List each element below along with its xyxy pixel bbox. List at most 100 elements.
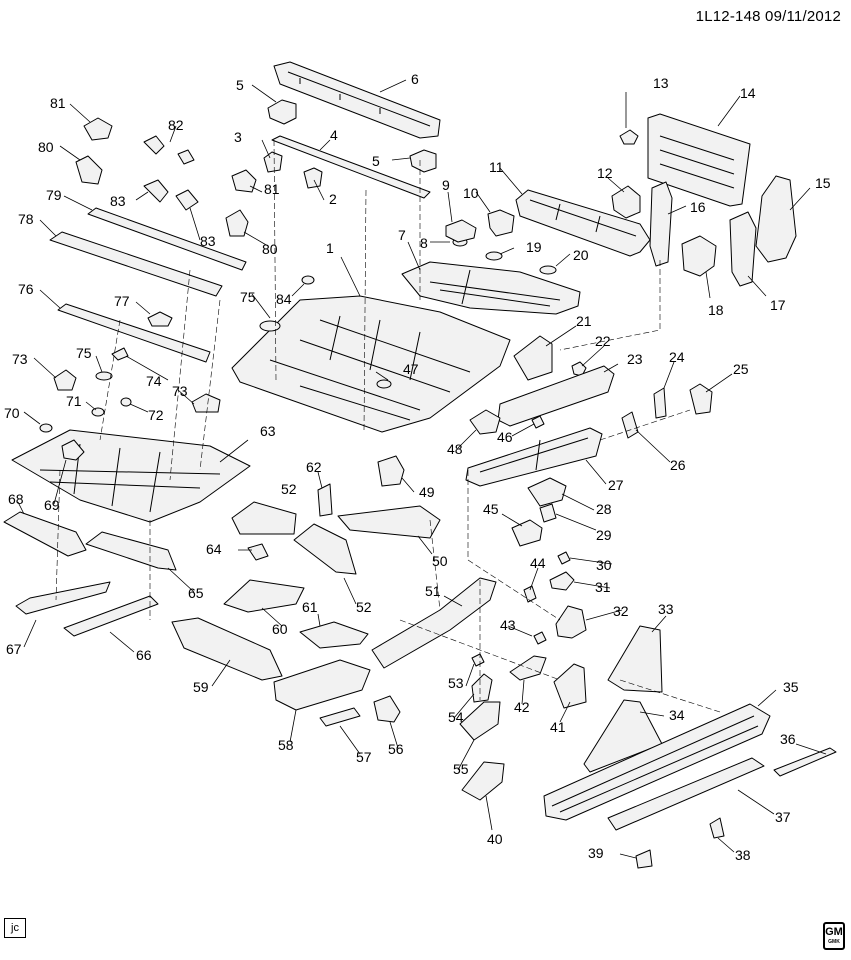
- callout-83b: 83: [200, 233, 216, 249]
- part-33-bracket: [607, 625, 663, 693]
- leader-lines: [17, 79, 827, 859]
- part-48-bracket: [469, 409, 501, 435]
- part-17-bracket: [729, 211, 757, 287]
- callout-22: 22: [595, 333, 611, 349]
- callout-11: 11: [489, 159, 504, 175]
- callout-5a: 5: [236, 77, 244, 93]
- callout-46: 46: [497, 429, 513, 445]
- part-54-bracket: [471, 673, 493, 703]
- callout-52a: 52: [281, 481, 297, 497]
- part-19-plug: [485, 251, 503, 261]
- callout-70: 70: [4, 405, 20, 421]
- part-18-bracket: [681, 235, 717, 277]
- part-1-ribs: [269, 315, 471, 421]
- callout-19: 19: [526, 239, 542, 255]
- part-59-rail: [171, 617, 283, 681]
- part-6-panel: [273, 61, 441, 139]
- callout-45: 45: [483, 501, 499, 517]
- callout-71: 71: [66, 393, 82, 409]
- callout-34: 34: [669, 707, 685, 723]
- callout-73b: 73: [172, 383, 188, 399]
- callout-55: 55: [453, 761, 469, 777]
- part-39-bracket: [635, 849, 653, 869]
- part-44-clip: [523, 585, 537, 603]
- part-45-block: [511, 519, 543, 547]
- part-55-bracket: [459, 701, 501, 741]
- part-72-plug: [120, 397, 132, 407]
- callout-10: 10: [463, 185, 479, 201]
- part-4-bar: [271, 135, 431, 199]
- part-70-plug: [39, 423, 53, 433]
- callout-82: 82: [168, 117, 184, 133]
- callout-31: 31: [595, 579, 611, 595]
- part-74-bracket: [111, 347, 129, 361]
- callout-74: 74: [146, 373, 162, 389]
- callout-23: 23: [627, 351, 643, 367]
- callout-80a: 80: [38, 139, 54, 155]
- part-62-bracket: [317, 483, 333, 517]
- callout-32: 32: [613, 603, 629, 619]
- callout-40: 40: [487, 831, 503, 847]
- part-2-bracket: [303, 167, 323, 189]
- callout-54: 54: [448, 709, 464, 725]
- callout-30: 30: [596, 557, 612, 573]
- part-71-plug: [91, 407, 105, 417]
- callout-25: 25: [733, 361, 749, 377]
- part-28-bracket: [527, 477, 567, 507]
- part-66-rail: [63, 595, 159, 637]
- callout-63: 63: [260, 423, 276, 439]
- callout-80b: 80: [262, 241, 278, 257]
- part-52-bracket-b: [293, 523, 357, 575]
- part-16-pillar: [649, 181, 673, 267]
- part-5-bracket-b: [409, 149, 437, 173]
- part-78-crossmember: [49, 231, 223, 297]
- callout-42: 42: [514, 699, 530, 715]
- callout-24: 24: [669, 349, 685, 365]
- callout-3: 3: [234, 129, 242, 145]
- callout-43: 43: [500, 617, 516, 633]
- part-80-bracket-b: [225, 209, 249, 237]
- callout-53: 53: [448, 675, 464, 691]
- callout-36: 36: [780, 731, 796, 747]
- callout-12: 12: [597, 165, 613, 181]
- callout-49: 49: [419, 484, 435, 500]
- callout-41: 41: [550, 719, 566, 735]
- part-57-bracket: [319, 707, 361, 727]
- part-80-bracket-a: [75, 155, 103, 185]
- callout-76: 76: [18, 281, 34, 297]
- part-50-crossmember: [337, 505, 441, 539]
- part-32-bracket: [555, 605, 587, 639]
- part-47-plug: [376, 379, 392, 389]
- part-67-rail: [15, 581, 111, 615]
- part-51-rail: [371, 577, 497, 669]
- callout-16: 16: [690, 199, 706, 215]
- part-68-rail: [3, 511, 87, 557]
- part-12-bracket: [611, 185, 641, 219]
- callout-39: 39: [588, 845, 604, 861]
- callout-61: 61: [302, 599, 318, 615]
- part-27-rail: [465, 427, 603, 487]
- diagram-reference-code: 1L12-148 09/11/2012: [695, 8, 841, 25]
- part-61-bracket: [299, 621, 369, 649]
- part-36-strip: [773, 747, 837, 777]
- part-81-bracket-a: [83, 117, 113, 141]
- gm-logo-subtext: GMK: [828, 939, 840, 945]
- part-73-bracket-b: [191, 393, 221, 413]
- callout-51: 51: [425, 583, 441, 599]
- part-53-clip: [471, 653, 485, 667]
- callout-29: 29: [596, 527, 612, 543]
- callout-47: 47: [403, 361, 419, 377]
- part-46-clip: [531, 415, 545, 429]
- part-14-detail: [659, 135, 735, 189]
- callout-26: 26: [670, 457, 686, 473]
- part-60-panel: [223, 579, 305, 613]
- part-20-plug: [539, 265, 557, 275]
- part-7-rear-floor: [401, 261, 581, 315]
- part-75-plug-a: [95, 371, 113, 381]
- part-35-rocker: [543, 703, 771, 821]
- callout-79: 79: [46, 187, 62, 203]
- part-9-bracket: [445, 219, 477, 243]
- callout-15: 15: [815, 175, 831, 191]
- callout-56: 56: [388, 741, 404, 757]
